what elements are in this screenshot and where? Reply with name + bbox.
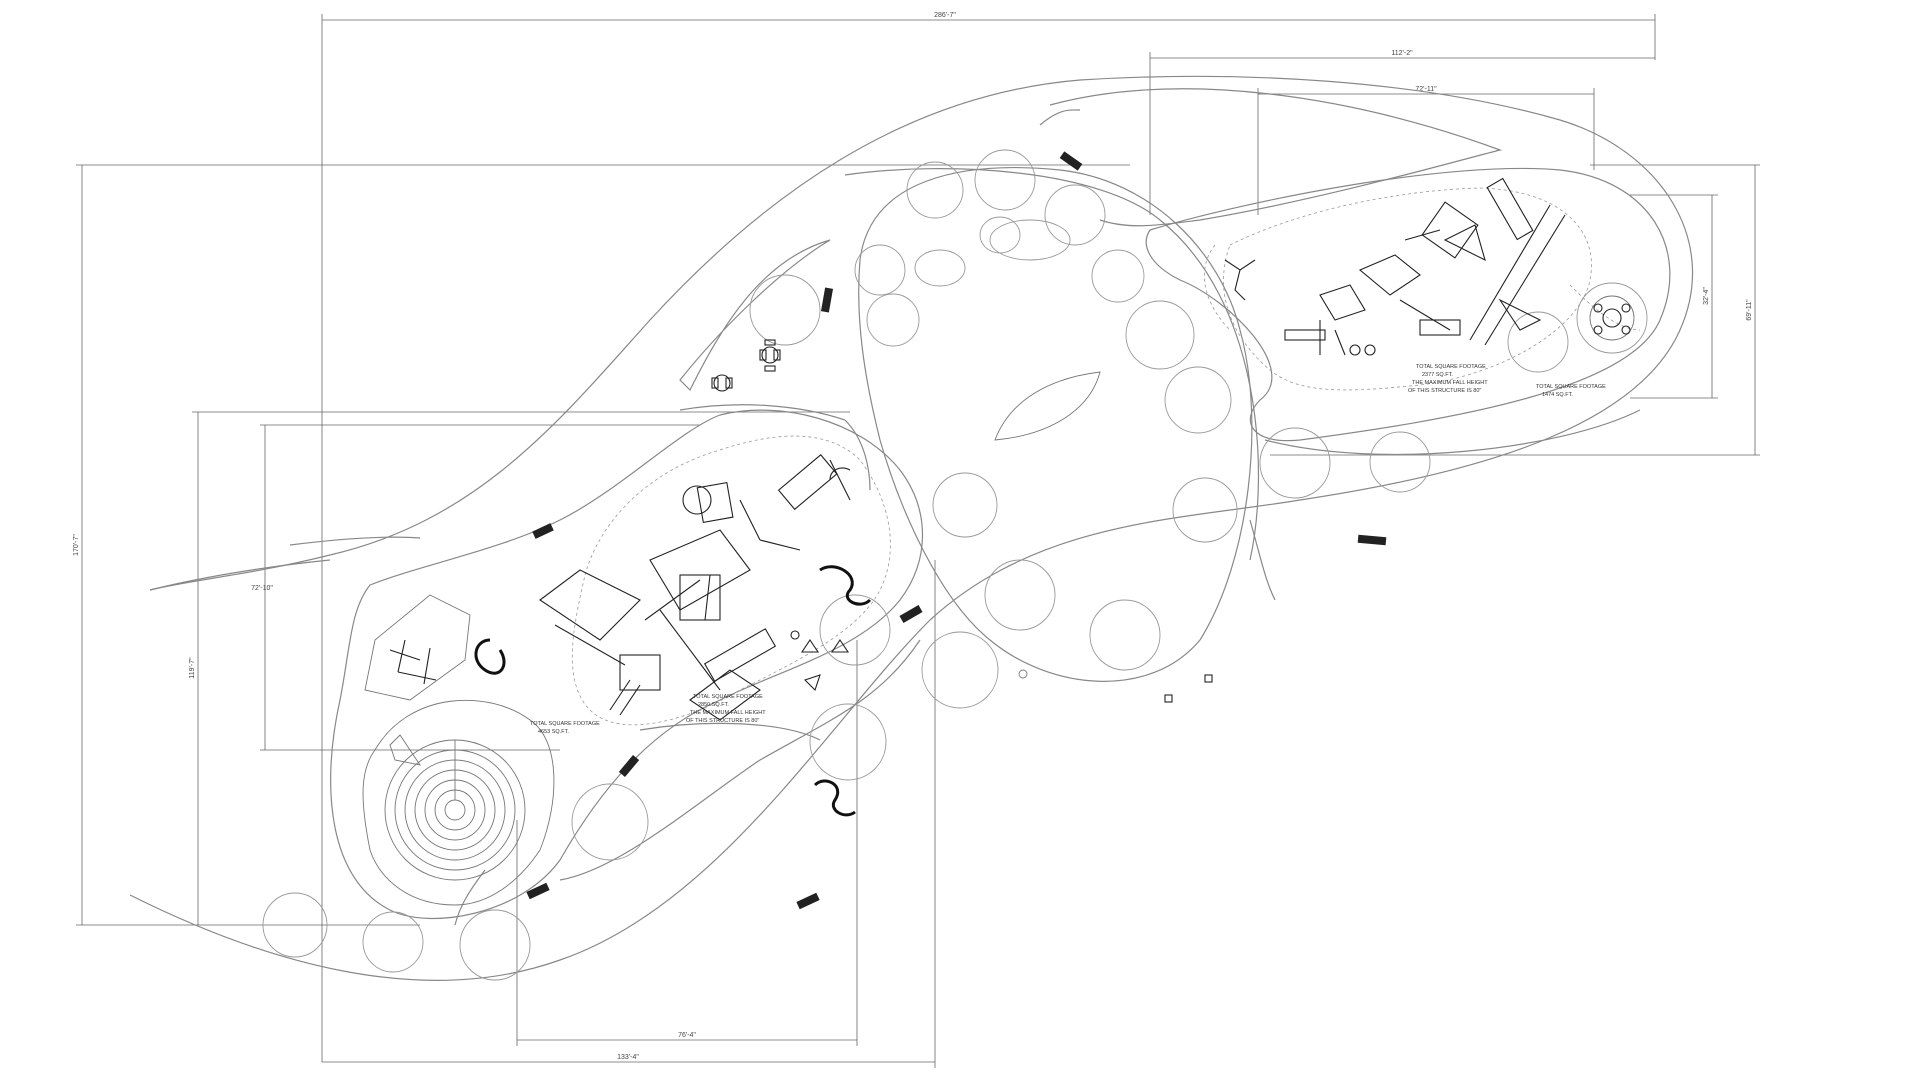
svg-text:OF THIS STRUCTURE IS 80": OF THIS STRUCTURE IS 80": [686, 718, 759, 724]
dim-overall-width: 286'-7": [934, 12, 956, 19]
walkway-paths: [129, 75, 1694, 981]
center-play-structure: [474, 454, 872, 817]
picnic-tables: [711, 339, 781, 392]
bench: [899, 605, 923, 623]
tree: [921, 631, 999, 709]
dim-bottom-inner-width: 76'-4": [678, 1032, 696, 1039]
dim-right-area-width: 112'-2": [1391, 50, 1413, 57]
tree: [1576, 282, 1648, 354]
svg-text:THE MAXIMUM FALL HEIGHT: THE MAXIMUM FALL HEIGHT: [1412, 380, 1488, 386]
tree: [1164, 366, 1232, 434]
tree: [932, 472, 998, 538]
tree: [1089, 599, 1161, 671]
note-center-sf: TOTAL SQUARE FOOTAGE 2850 SQ.FT. THE MAX…: [686, 694, 766, 724]
bench: [526, 882, 550, 900]
note-right-sf: TOTAL SQUARE FOOTAGE 1474 SQ.FT.: [1536, 384, 1606, 398]
dimension-lines: [76, 14, 1760, 1068]
dim-bottom-overall-width: 133'-4": [617, 1054, 639, 1061]
leaf-planter: [994, 371, 1101, 441]
tree: [819, 594, 891, 666]
tree: [1091, 249, 1145, 303]
right-pod-boundary: [1145, 167, 1671, 442]
tree: [854, 244, 906, 296]
dim-left-inner-width: 72'-10": [251, 585, 273, 592]
svg-text:TOTAL SQUARE FOOTAGE: TOTAL SQUARE FOOTAGE: [1536, 384, 1606, 390]
dim-overall-height: 170'-7": [73, 534, 80, 556]
bench: [820, 287, 834, 313]
trees: [262, 149, 1648, 981]
labyrinth-border: [362, 699, 555, 906]
tree: [362, 911, 424, 973]
bench: [1059, 151, 1083, 171]
svg-text:TOTAL SQUARE FOOTAGE: TOTAL SQUARE FOOTAGE: [530, 721, 600, 727]
tree: [1044, 184, 1106, 246]
swing-area: [364, 594, 471, 701]
play-area-outlines: [571, 187, 1641, 726]
dim-left-height: 119'-7": [189, 657, 196, 679]
tree: [974, 149, 1036, 211]
tree: [1125, 300, 1195, 370]
inner-walkway-top: [1049, 88, 1503, 227]
tree: [262, 892, 328, 958]
svg-text:4653 SQ.FT.: 4653 SQ.FT.: [538, 729, 569, 735]
labyrinth: [362, 699, 555, 906]
tree: [809, 703, 887, 781]
outer-walkway: [129, 75, 1694, 981]
tree: [984, 559, 1056, 631]
center-play-outline: [571, 435, 891, 726]
picnic-walkway: [679, 239, 831, 392]
tree: [866, 293, 920, 347]
tree: [749, 274, 821, 346]
right-play-structure: [1224, 177, 1635, 356]
svg-text:2850 SQ.FT.: 2850 SQ.FT.: [698, 702, 729, 708]
dim-right-height: 69'-11": [1746, 299, 1753, 321]
dim-right-inner-width: 72'-11": [1415, 86, 1437, 93]
dim-right-inner-height: 32'-4": [1703, 287, 1710, 305]
svg-text:TOTAL SQUARE FOOTAGE: TOTAL SQUARE FOOTAGE: [693, 694, 763, 700]
tree: [571, 783, 649, 861]
central-oval: [858, 167, 1253, 682]
svg-text:1474 SQ.FT.: 1474 SQ.FT.: [1542, 392, 1573, 398]
bench: [1357, 534, 1387, 546]
svg-text:TOTAL SQUARE FOOTAGE: TOTAL SQUARE FOOTAGE: [1416, 364, 1486, 370]
tree: [459, 909, 531, 981]
bench: [532, 523, 554, 539]
svg-text:THE MAXIMUM FALL HEIGHT: THE MAXIMUM FALL HEIGHT: [690, 710, 766, 716]
tree: [1172, 477, 1238, 543]
tree: [1369, 431, 1431, 493]
right-play-outline: [1223, 187, 1592, 391]
left-pod-boundary: [330, 409, 923, 920]
tree: [906, 161, 964, 219]
tree: [1507, 311, 1569, 373]
note-right-top-sf: TOTAL SQUARE FOOTAGE 2377 SQ.FT. THE MAX…: [1408, 364, 1488, 394]
svg-text:OF THIS STRUCTURE IS 80": OF THIS STRUCTURE IS 80": [1408, 388, 1481, 394]
bench: [618, 755, 640, 777]
svg-text:2377 SQ.FT.: 2377 SQ.FT.: [1422, 372, 1453, 378]
benches: [526, 151, 1387, 910]
bench: [796, 892, 820, 910]
note-left-sf: TOTAL SQUARE FOOTAGE 4653 SQ.FT.: [530, 721, 600, 735]
tree: [1259, 427, 1331, 499]
